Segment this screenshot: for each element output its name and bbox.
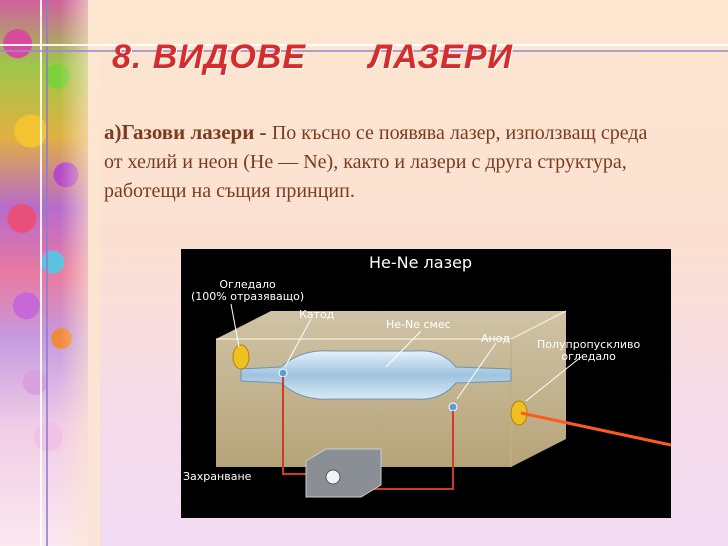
- divider-vertical-2: [46, 0, 48, 546]
- paragraph-body: По късно се появява лазер, използващ сре…: [104, 122, 648, 202]
- laser-beam: [520, 411, 671, 447]
- laser-diagram: He-Ne лазер Огледало (100% отразяващо) К…: [181, 249, 671, 518]
- label-full-mirror: Огледало (100% отразяващо): [191, 278, 305, 303]
- slide-title: 8. ВИДОВЕ ЛАЗЕРИ: [112, 38, 513, 76]
- full-mirror: [232, 344, 250, 370]
- paragraph-lead: а)Газови лазери -: [104, 120, 272, 144]
- label-mixture: He-Ne смес: [386, 318, 451, 331]
- label-anode: Анод: [481, 332, 511, 345]
- power-supply: [305, 448, 382, 498]
- divider-vertical: [40, 0, 42, 546]
- divider-horizontal: [0, 44, 728, 46]
- figure-title: He-Ne лазер: [369, 253, 473, 272]
- laser-illustration: [216, 303, 671, 498]
- label-power: Захранване: [183, 470, 252, 483]
- strip-fade: [60, 0, 100, 546]
- divider-horizontal-2: [0, 50, 728, 52]
- wire-anode: [371, 411, 454, 490]
- slide-paragraph: а)Газови лазери - По късно се появява ла…: [104, 118, 664, 206]
- label-cathode: Катод: [299, 308, 335, 321]
- gas-tube: [240, 350, 512, 400]
- label-partial-mirror: Полупропускливо огледало: [537, 338, 641, 363]
- wire-cathode: [282, 377, 311, 475]
